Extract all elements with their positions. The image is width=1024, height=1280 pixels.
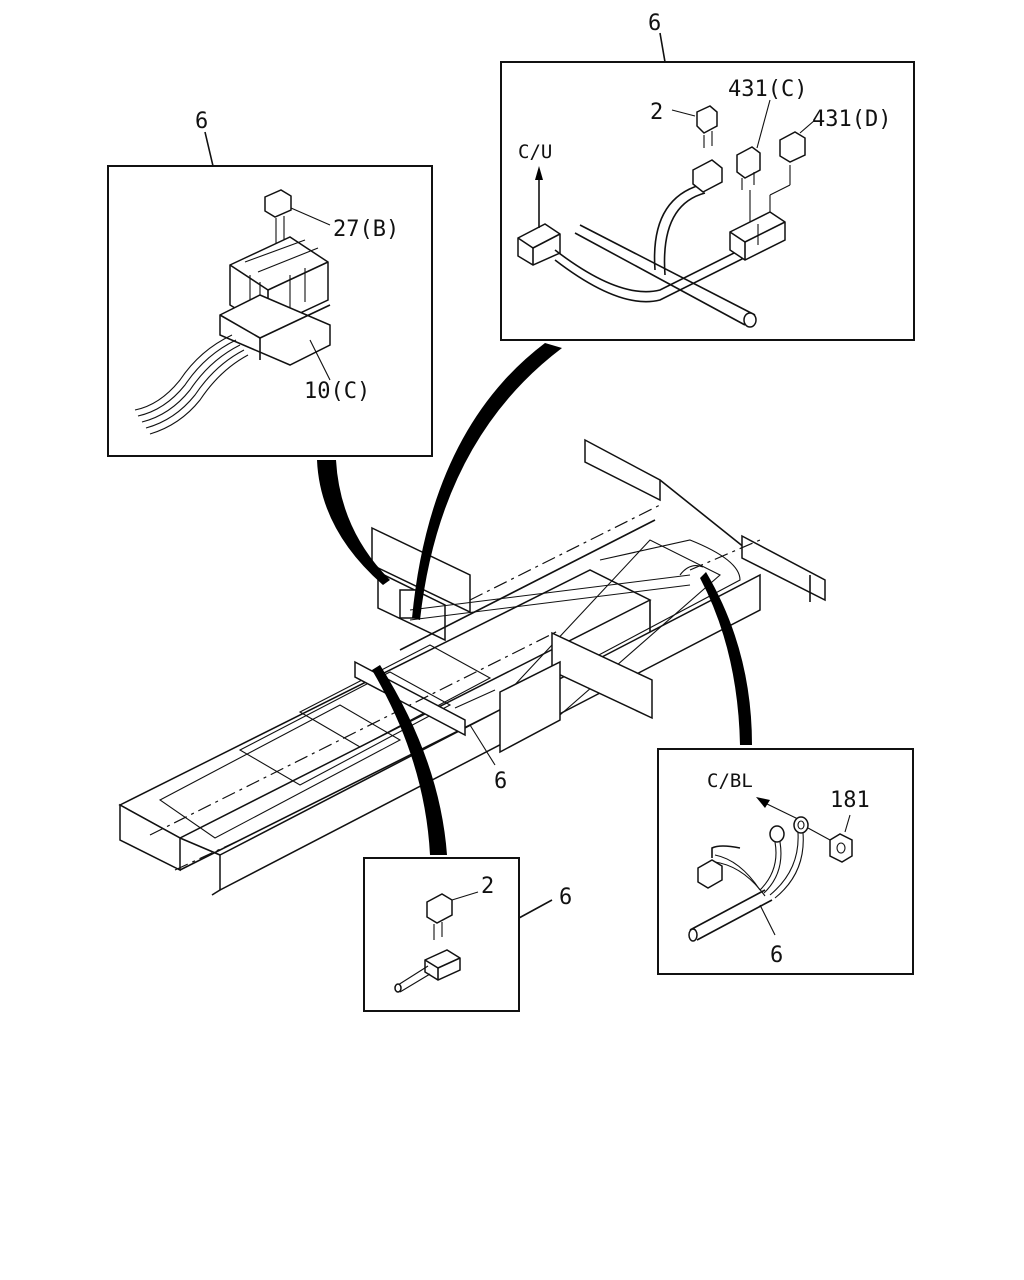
label-cu: C/U (518, 141, 552, 163)
label-top-right-ref: 6 (648, 11, 661, 36)
label-part-10c: 10(C) (304, 379, 370, 404)
lead-arrows (317, 343, 752, 855)
label-part-27b: 27(B) (333, 217, 399, 242)
label-part-2-top: 2 (650, 100, 663, 125)
lead-to-bottom-mid (372, 665, 447, 855)
label-cbl: C/BL (707, 770, 753, 792)
label-bottom-mid-ref: 6 (559, 885, 572, 910)
detail-box-bottom-right (657, 748, 914, 975)
label-part-431d: 431(D) (812, 107, 891, 132)
label-part-431c: 431(C) (728, 77, 807, 102)
label-bottom-right-ref: 6 (770, 943, 783, 968)
lead-to-top-left (317, 460, 390, 585)
label-top-left-ref: 6 (195, 109, 208, 134)
detail-box-bottom-mid (363, 857, 553, 1012)
label-frame-ref: 6 (494, 769, 507, 794)
frame-ref-leader (469, 724, 496, 766)
detail-box-top-right (500, 32, 915, 341)
lead-to-bottom-right (700, 572, 752, 745)
label-part-181: 181 (830, 788, 870, 813)
label-part-2-bottom: 2 (481, 874, 494, 899)
chassis-frame (118, 438, 826, 896)
detail-box-top-left (107, 131, 433, 457)
